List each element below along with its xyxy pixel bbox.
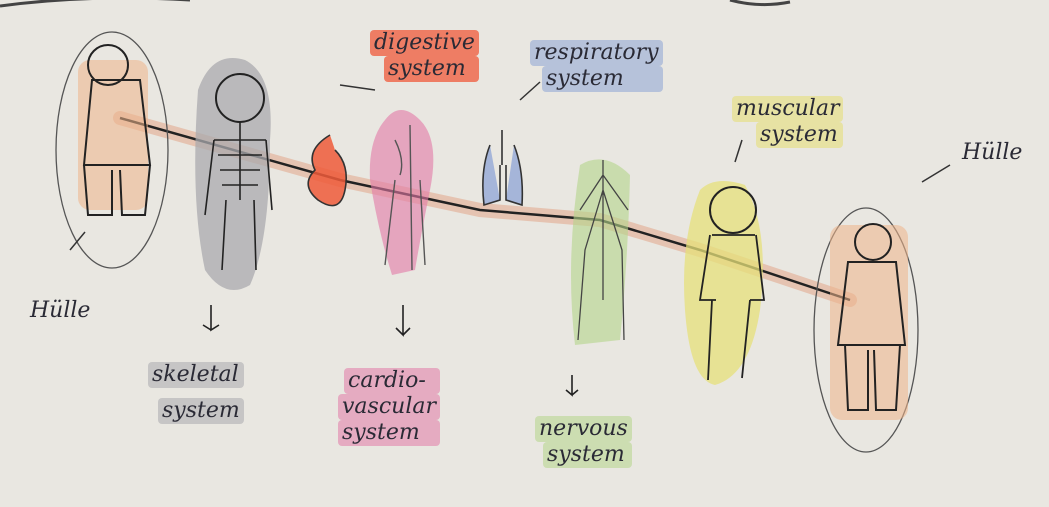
top-edge-arc	[0, 0, 791, 8]
label-respiratory: respiratory system	[530, 40, 663, 92]
respiratory-figure	[482, 81, 541, 207]
label-digestive: digestive system	[370, 30, 479, 82]
label-skeletal: skeletal system	[148, 362, 244, 424]
digestive-figure	[307, 84, 376, 207]
skeletal-figure	[195, 58, 273, 332]
label-nervous: nervous system	[535, 416, 632, 468]
hulle-right-figure	[813, 164, 951, 453]
cardiovascular-figure	[369, 110, 434, 337]
label-muscular: muscular system	[732, 96, 844, 148]
muscular-figure	[684, 139, 766, 385]
label-cardiovascular: cardio- vascular system	[338, 368, 440, 446]
hulle-left-figure	[55, 31, 169, 269]
label-hulle-left: Hülle	[30, 298, 91, 323]
label-hulle-right: Hülle	[962, 140, 1023, 165]
nervous-figure	[565, 159, 630, 397]
